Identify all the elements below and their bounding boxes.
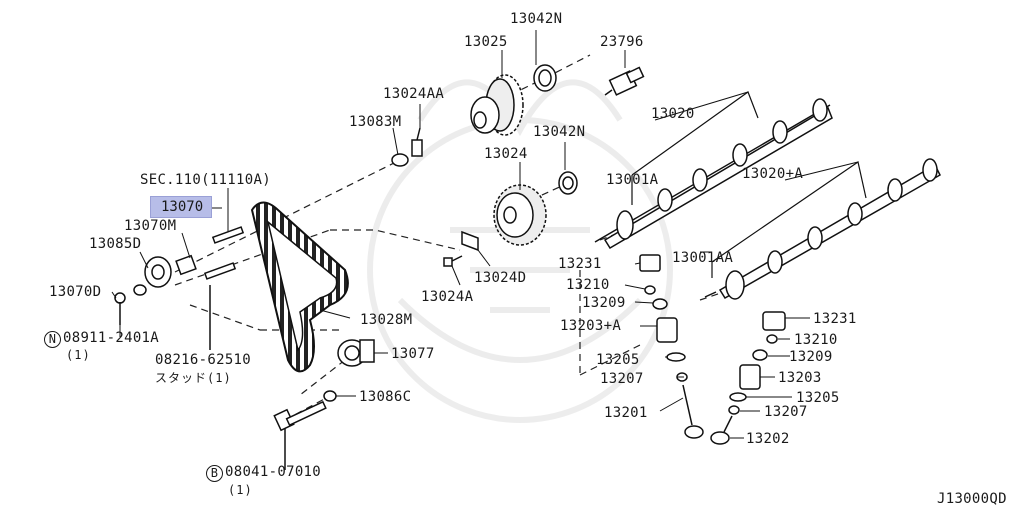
circle-mark-b: B bbox=[206, 465, 223, 482]
label-13042n-top: 13042N bbox=[510, 11, 563, 27]
bolt-08041-number: 08041-07010 bbox=[225, 464, 322, 480]
label-13001a: 13001A bbox=[606, 172, 659, 188]
label-13024: 13024 bbox=[484, 146, 528, 162]
label-13028m: 13028M bbox=[360, 312, 413, 328]
label-13070m: 13070M bbox=[124, 218, 177, 234]
label-13085d: 13085D bbox=[89, 236, 142, 252]
label-13203: 13203 bbox=[778, 370, 822, 386]
label-13086c: 13086C bbox=[359, 389, 412, 405]
washer-13086c bbox=[323, 390, 337, 402]
highlighted-part-13070[interactable]: 13070 bbox=[150, 196, 212, 218]
circle-mark-n: N bbox=[44, 331, 61, 348]
label-13042n-mid: 13042N bbox=[533, 124, 586, 140]
label-13209-b: 13209 bbox=[789, 349, 833, 365]
camshaft-13020 bbox=[594, 98, 833, 250]
label-sec110: SEC.110(11110A) bbox=[140, 172, 271, 188]
label-13207-a: 13207 bbox=[600, 371, 644, 387]
label-stud-08216: 08216-62510 bbox=[155, 352, 252, 368]
bolt-08041 bbox=[273, 400, 327, 470]
label-bolt-08041-qty: (1) bbox=[228, 483, 253, 497]
label-23796: 23796 bbox=[600, 34, 644, 50]
bolt-08911-number: 08911-2401A bbox=[63, 330, 160, 346]
label-13209-a: 13209 bbox=[582, 295, 626, 311]
label-13205-a: 13205 bbox=[596, 352, 640, 368]
label-13083m: 13083M bbox=[349, 114, 402, 130]
label-13020a: 13020+A bbox=[742, 166, 804, 182]
label-13203a: 13203+A bbox=[560, 318, 622, 334]
label-13025: 13025 bbox=[464, 34, 508, 50]
label-13020: 13020 bbox=[651, 106, 695, 122]
valve-train-right bbox=[710, 311, 786, 445]
label-13024d: 13024D bbox=[474, 270, 527, 286]
label-13202: 13202 bbox=[746, 431, 790, 447]
label-13231-a: 13231 bbox=[558, 256, 602, 272]
watermark-emblem bbox=[367, 79, 673, 423]
label-13201: 13201 bbox=[604, 405, 648, 421]
label-13205-b: 13205 bbox=[796, 390, 840, 406]
label-13024a: 13024A bbox=[421, 289, 474, 305]
label-13001aa: 13001AA bbox=[672, 250, 734, 266]
label-13210-b: 13210 bbox=[794, 332, 838, 348]
camshaft-13020a bbox=[704, 158, 941, 300]
label-13070d: 13070D bbox=[49, 284, 102, 300]
diagram-id: J13000QD bbox=[937, 491, 1007, 507]
label-13231-b: 13231 bbox=[813, 311, 857, 327]
studs bbox=[203, 226, 245, 350]
oil-seal-top bbox=[533, 64, 557, 92]
camshaft-sprocket-13025 bbox=[470, 74, 524, 136]
label-13210-a: 13210 bbox=[566, 277, 610, 293]
oil-seal-mid bbox=[558, 171, 578, 195]
label-bolt-08911-qty: (1) bbox=[66, 348, 91, 362]
label-stud-qty: スタッド(1) bbox=[155, 371, 232, 385]
sensor-23796 bbox=[604, 66, 645, 96]
tensioner-13070 bbox=[114, 254, 197, 325]
leader-lines bbox=[111, 30, 859, 439]
label-13024aa: 13024AA bbox=[383, 86, 445, 102]
idler-13077 bbox=[337, 339, 375, 367]
label-13207-b: 13207 bbox=[764, 404, 808, 420]
plate-13024d bbox=[443, 230, 479, 267]
label-13077: 13077 bbox=[391, 346, 435, 362]
camshaft-sprocket-13024 bbox=[493, 184, 547, 246]
timing-belt bbox=[250, 201, 349, 373]
bolt-13024aa bbox=[391, 127, 423, 167]
